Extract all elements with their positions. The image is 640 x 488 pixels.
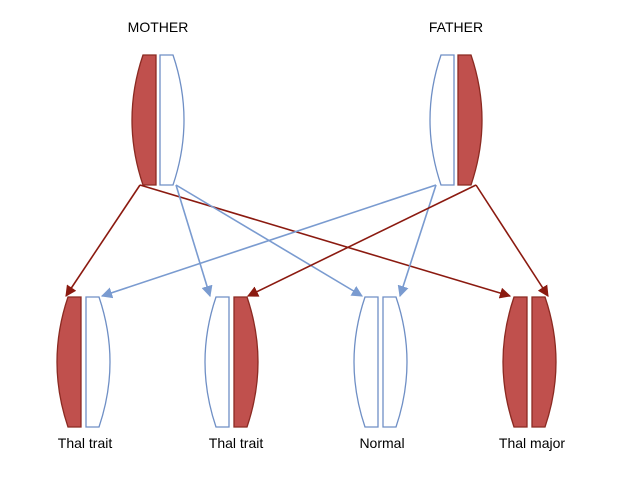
offspring-2-allele-normal <box>204 296 230 428</box>
mother-label: MOTHER <box>128 19 189 35</box>
offspring-3-allele-normal-right <box>382 296 408 428</box>
offspring-2-label: Thal trait <box>209 435 264 451</box>
mother-allele-affected <box>131 54 157 186</box>
offspring-2-allele-affected <box>233 296 259 428</box>
offspring-1-allele-normal <box>85 296 111 428</box>
offspring-4-allele-affected-right <box>531 296 557 428</box>
arrow-father-affected-to-child2 <box>246 184 477 297</box>
arrow-father-normal-to-child3 <box>397 184 437 298</box>
father-chromosome-pair <box>429 54 483 186</box>
arrow-mother-affected-to-child4 <box>139 184 512 299</box>
arrow-mother-affected-to-child1 <box>65 184 141 297</box>
father-allele-affected <box>457 54 483 186</box>
mother-allele-normal <box>159 54 185 186</box>
arrow-father-normal-to-child1 <box>100 184 437 299</box>
offspring-3-allele-normal-left <box>353 296 379 428</box>
offspring-3-label: Normal <box>359 435 404 451</box>
mother-chromosome-pair <box>131 54 185 186</box>
offspring-4-label: Thal major <box>499 435 565 451</box>
offspring-2-chromosome-pair <box>204 296 259 428</box>
offspring-4-allele-affected-left <box>502 296 528 428</box>
offspring-1-label: Thal trait <box>58 435 113 451</box>
offspring-4-chromosome-pair <box>502 296 557 428</box>
arrow-father-affected-to-child4 <box>475 184 549 297</box>
arrow-mother-normal-to-child2 <box>175 184 213 298</box>
offspring-1-allele-affected <box>56 296 82 428</box>
inheritance-arrows <box>65 184 549 299</box>
father-allele-normal <box>429 54 455 186</box>
offspring-1-chromosome-pair <box>56 296 111 428</box>
father-label: FATHER <box>429 19 483 35</box>
offspring-3-chromosome-pair <box>353 296 408 428</box>
